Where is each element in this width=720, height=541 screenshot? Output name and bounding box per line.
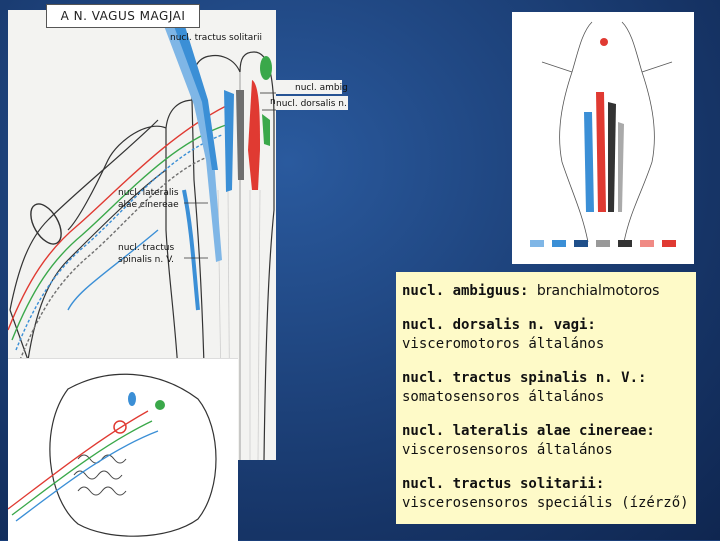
entry-term: nucl. tractus spinalis n. V.: — [402, 370, 647, 386]
legend-swatches — [530, 240, 676, 247]
vagus-nerve-bundle — [9, 119, 167, 361]
gray-column — [618, 122, 624, 212]
red-column — [596, 92, 606, 212]
leader-lines — [184, 92, 276, 259]
entry-desc: viscerosensoros speciális (ízérző) — [402, 495, 689, 511]
entry-desc: visceromotoros általános — [402, 336, 605, 352]
entry-term: nucl. dorsalis n. vagi: — [402, 317, 596, 333]
nucleus-gray — [236, 90, 244, 180]
entry-ambiguus: nucl. ambiguus: branchialmotoros — [402, 282, 659, 301]
entry-lateralis: nucl. lateralis alae cinereae: viscerose… — [402, 422, 655, 460]
medulla-outline — [49, 373, 217, 537]
entry-dorsalis: nucl. dorsalis n. vagi: visceromotoros á… — [402, 316, 604, 354]
label-dorsalis: nucl. dorsalis n. X — [270, 97, 276, 107]
nuclei-description-panel: nucl. ambiguus: branchialmotoros nucl. d… — [396, 272, 696, 524]
entry-term: nucl. lateralis alae cinereae: — [402, 423, 655, 439]
entry-desc: viscerosensoros általános — [402, 442, 613, 458]
blue-column — [584, 112, 594, 212]
nucleus-dorsalis — [248, 80, 260, 190]
cranial-nerve-nuclei-figure — [512, 12, 694, 264]
brainstem-sketch — [541, 21, 673, 243]
nerve-ring — [30, 203, 62, 245]
slide-title: A N. VAGUS MAGJAI — [46, 4, 200, 28]
inset-red-nucleus — [113, 420, 127, 434]
entry-desc: somatosensoros általános — [402, 389, 605, 405]
inset-fibers — [8, 410, 159, 522]
label-spinalis-1: nucl. tractus — [118, 243, 175, 253]
label-spinalis-2: spinalis n. V. — [118, 255, 174, 265]
label-lateralis-1: nucl. lateralis — [118, 188, 179, 198]
nucleus-ambiguus-column — [262, 114, 270, 146]
entry-desc: branchialmotoros — [536, 283, 660, 299]
entry-term: nucl. ambiguus: — [402, 283, 529, 299]
label-tractus-solitarii: nucl. tractus solitarii — [170, 33, 262, 43]
inset-green-nucleus — [155, 400, 165, 410]
entry-spinalis: nucl. tractus spinalis n. V.: somatosens… — [402, 369, 646, 407]
nucleus-lateralis — [224, 90, 234, 192]
entry-term: nucl. tractus solitarii: — [402, 476, 605, 492]
medulla-cross-section-inset — [8, 358, 238, 541]
label-dorsalis-ext: nucl. dorsalis n. X — [276, 99, 348, 109]
label-lateralis-2: alae cinereae — [118, 200, 179, 210]
inset-blue-nucleus — [128, 392, 136, 406]
nucleus-ambiguus — [260, 56, 272, 80]
red-nucleus-small — [600, 38, 608, 46]
label-ambiguus-ext: nucl. ambiguus — [295, 83, 348, 93]
entry-solitarii: nucl. tractus solitarii: viscerosensoros… — [402, 475, 689, 513]
overflow-labels: nucl. ambiguus nucl. dorsalis n. X — [276, 80, 348, 110]
black-column — [608, 102, 616, 212]
fiber-lines — [8, 104, 229, 361]
